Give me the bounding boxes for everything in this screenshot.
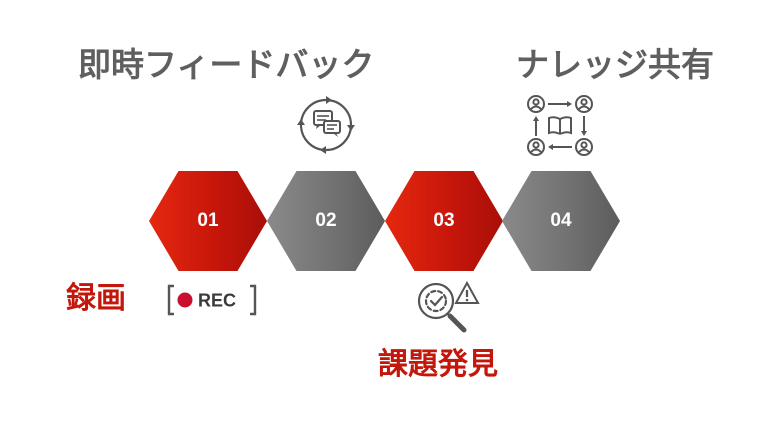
magnify-check-warning-icon xyxy=(417,280,480,333)
rec-text: REC xyxy=(198,291,236,311)
rec-dot xyxy=(177,292,193,308)
chat-cycle-icon xyxy=(297,96,355,154)
label-instant-feedback: 即時フィードバック xyxy=(78,45,375,84)
step-number: 02 xyxy=(315,210,337,231)
label-knowledge-sharing: ナレッジ共有 xyxy=(516,45,714,84)
step-hexagon-04: 04 xyxy=(502,171,620,271)
knowledge-share-network-icon xyxy=(527,95,593,156)
label-issue-discovery: 課題発見 xyxy=(378,347,498,382)
rec-badge-icon: REC xyxy=(167,284,257,316)
step-number: 03 xyxy=(433,210,455,231)
step-number: 01 xyxy=(197,210,219,231)
label-recording: 録画 xyxy=(66,281,126,316)
step-hexagon-01: 01 xyxy=(149,171,267,271)
step-number: 04 xyxy=(550,210,572,231)
step-hexagon-02: 02 xyxy=(267,171,385,271)
step-hexagon-03: 03 xyxy=(385,171,503,271)
